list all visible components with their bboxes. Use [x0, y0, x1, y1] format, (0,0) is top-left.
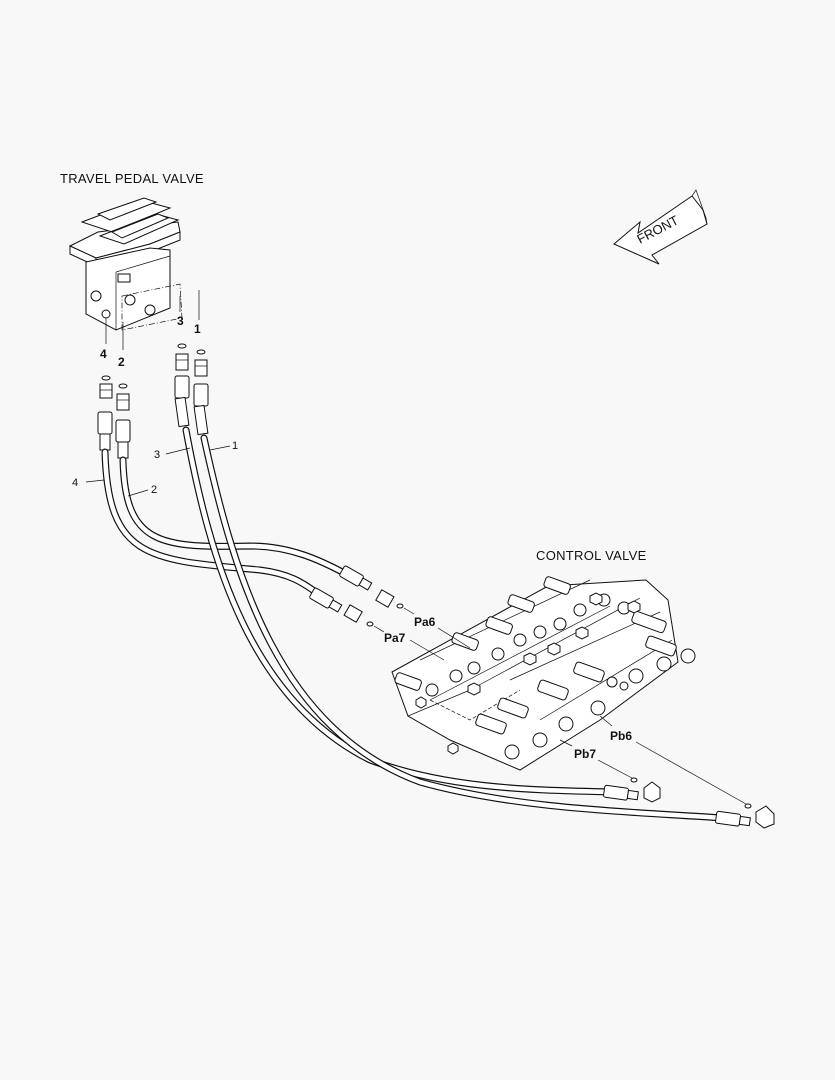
- control-valve-fittings: [343, 589, 775, 829]
- port-number-1: 1: [194, 322, 201, 336]
- hose-callout-4: 4: [72, 477, 78, 489]
- hose-lower-fittings: [309, 565, 751, 827]
- port-label-pb6: Pb6: [610, 729, 632, 743]
- hose-callout-1: 1: [232, 440, 238, 452]
- port-number-2: 2: [118, 355, 125, 369]
- hose-callout-3: 3: [154, 449, 160, 461]
- travel-pedal-valve: [68, 197, 183, 331]
- pedal-valve-fittings: [99, 343, 208, 411]
- hose-1: [200, 434, 726, 822]
- port-label-pa7: Pa7: [384, 631, 406, 645]
- port-leader-lines: [105, 290, 200, 350]
- front-direction-arrow: FRONT: [613, 189, 708, 265]
- travel-pedal-valve-title: TRAVEL PEDAL VALVE: [60, 171, 204, 186]
- control-valve-title: CONTROL VALVE: [536, 548, 647, 563]
- hose-3: [182, 426, 614, 796]
- port-label-pb7: Pb7: [574, 747, 596, 761]
- hose-callout-lines: [85, 445, 231, 497]
- control-valve-nuts: [415, 592, 641, 755]
- control-valve-spools: [394, 576, 677, 735]
- hose-upper-fittings: [97, 375, 209, 459]
- hose-4: [101, 448, 332, 604]
- control-valve-block: [391, 576, 696, 771]
- control-port-leaders: [373, 607, 747, 805]
- port-label-pa6: Pa6: [414, 615, 436, 629]
- hose-callout-2: 2: [151, 484, 157, 496]
- port-number-3: 3: [177, 314, 184, 328]
- port-number-4: 4: [100, 347, 107, 361]
